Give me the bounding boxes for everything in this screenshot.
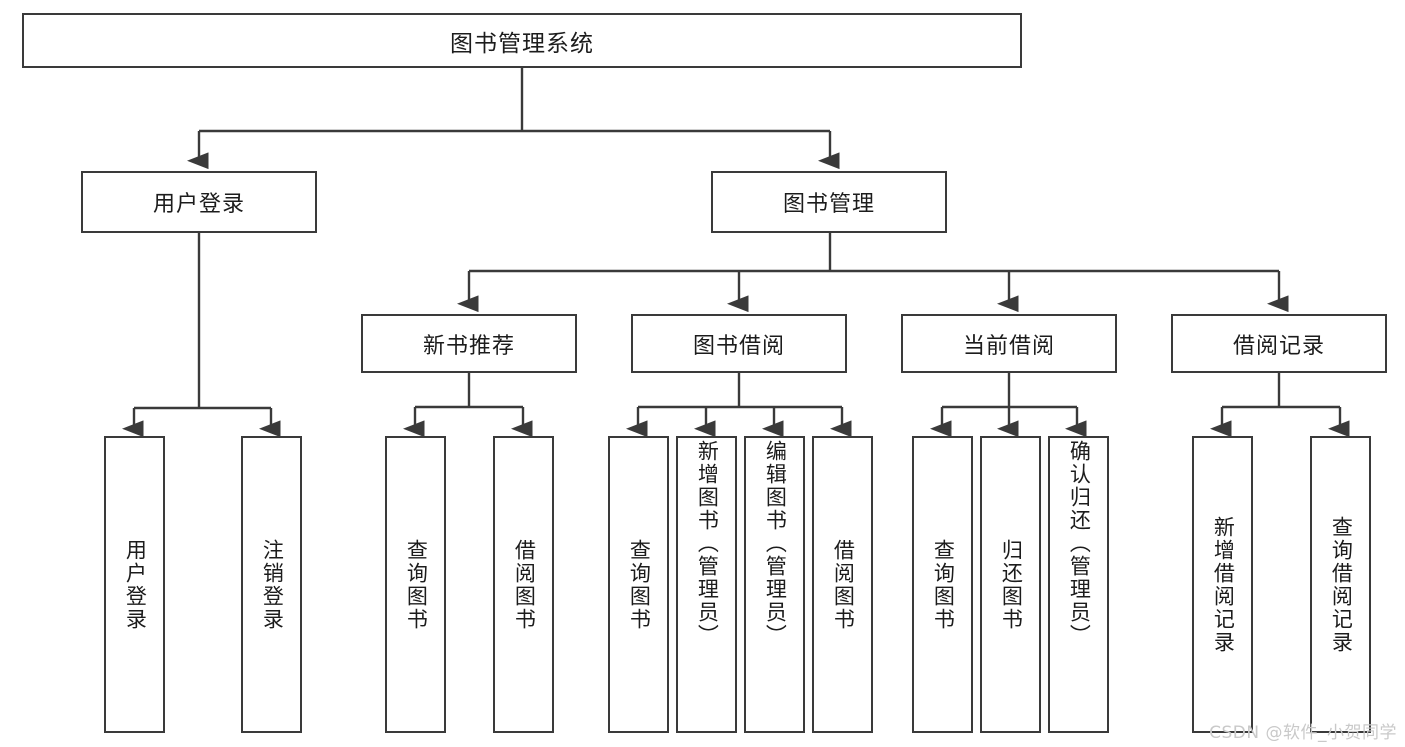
node-label: 当前借阅 <box>962 333 1055 359</box>
leaf-label: 注销登录 <box>260 538 285 631</box>
leaf-borrow-record-add-record[interactable]: 新增借阅记录 <box>1192 436 1253 733</box>
node-root-library-management-system[interactable]: 图书管理系统 <box>22 13 1022 68</box>
node-new-book-recommend[interactable]: 新书推荐 <box>361 314 577 373</box>
node-label: 图书管理 <box>782 192 875 217</box>
leaf-label: 归还图书 <box>999 538 1024 631</box>
leaf-current-borrow-confirm-return-admin[interactable]: 确认归还（管理员） <box>1048 436 1109 733</box>
leaf-user-login-signout[interactable]: 注销登录 <box>241 436 302 733</box>
leaf-label: 查询图书 <box>404 538 429 631</box>
leaf-current-borrow-query-books[interactable]: 查询图书 <box>912 436 973 733</box>
leaf-new-book-query-books[interactable]: 查询图书 <box>385 436 446 733</box>
node-user-login[interactable]: 用户登录 <box>81 171 317 233</box>
node-label: 图书管理系统 <box>450 30 594 57</box>
node-book-management[interactable]: 图书管理 <box>711 171 947 233</box>
leaf-book-borrow-borrow-books[interactable]: 借阅图书 <box>812 436 873 733</box>
leaf-new-book-borrow-books[interactable]: 借阅图书 <box>493 436 554 733</box>
leaf-label: 新增借阅记录 <box>1211 515 1236 654</box>
node-borrow-record[interactable]: 借阅记录 <box>1171 314 1387 373</box>
leaf-label: 确认归还（管理员） <box>1067 440 1092 647</box>
csdn-watermark: CSDN @软件_小贺同学 <box>1209 723 1397 743</box>
node-label: 用户登录 <box>152 192 245 217</box>
leaf-label: 借阅图书 <box>831 538 856 631</box>
leaf-borrow-record-query-record[interactable]: 查询借阅记录 <box>1310 436 1371 733</box>
leaf-label: 查询借阅记录 <box>1329 515 1354 654</box>
leaf-user-login-signin[interactable]: 用户登录 <box>104 436 165 733</box>
leaf-current-borrow-return-books[interactable]: 归还图书 <box>980 436 1041 733</box>
node-label: 借阅记录 <box>1232 333 1325 359</box>
leaf-label: 查询图书 <box>627 538 652 631</box>
leaf-book-borrow-query-books[interactable]: 查询图书 <box>608 436 669 733</box>
node-current-borrow[interactable]: 当前借阅 <box>901 314 1117 373</box>
node-label: 新书推荐 <box>422 333 515 359</box>
leaf-label: 查询图书 <box>931 538 956 631</box>
leaf-book-borrow-add-book-admin[interactable]: 新增图书（管理员） <box>676 436 737 733</box>
leaf-label: 新增图书（管理员） <box>695 440 720 647</box>
node-label: 图书借阅 <box>692 333 785 359</box>
leaf-label: 用户登录 <box>123 538 148 631</box>
node-book-borrow[interactable]: 图书借阅 <box>631 314 847 373</box>
leaf-label: 编辑图书（管理员） <box>763 440 788 647</box>
leaf-book-borrow-edit-book-admin[interactable]: 编辑图书（管理员） <box>744 436 805 733</box>
leaf-label: 借阅图书 <box>512 538 537 631</box>
